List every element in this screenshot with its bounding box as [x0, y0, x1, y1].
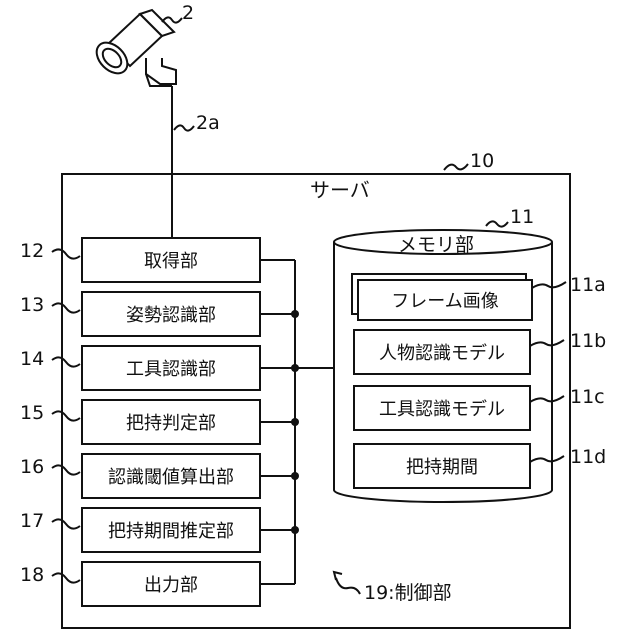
server-ref: 10 [470, 150, 494, 172]
cable-ref-leader [174, 125, 194, 130]
memory-item-ref: 11b [570, 330, 606, 352]
unit-output-label: 出力部 [82, 562, 260, 606]
unit-ref: 16 [20, 456, 44, 478]
memory-ref: 11 [510, 206, 534, 228]
unit-grip-period-estimation-label: 把持期間推定部 [82, 508, 260, 552]
unit-threshold-calculation-label: 認識閾値算出部 [82, 454, 260, 498]
memory-item-ref: 11a [570, 274, 606, 296]
control-arrow [334, 572, 360, 594]
unit-tool-recognition-label: 工具認識部 [82, 346, 260, 390]
memory-item-grip-period: 把持期間 [354, 444, 530, 488]
unit-acquisition-label: 取得部 [82, 238, 260, 282]
camera-ref: 2 [182, 2, 194, 24]
unit-ref: 12 [20, 240, 44, 262]
memory-item-person-model: 人物認識モデル [354, 330, 530, 374]
memory-item-ref: 11d [570, 446, 606, 468]
cable-ref: 2a [196, 112, 220, 134]
unit-ref: 15 [20, 402, 44, 424]
unit-ref: 18 [20, 564, 44, 586]
unit-grip-judgment-label: 把持判定部 [82, 400, 260, 444]
unit-ref: 17 [20, 510, 44, 532]
memory-ref-leader [486, 221, 508, 226]
memory-item-ref: 11c [570, 386, 605, 408]
control-unit-ref: 19:制御部 [364, 578, 452, 605]
memory-item-frame-image: フレーム画像 [358, 280, 532, 320]
server-ref-leader [444, 164, 468, 170]
server-title: サーバ [310, 174, 370, 203]
unit-ref: 14 [20, 348, 44, 370]
memory-title: メモリ部 [398, 230, 474, 257]
unit-ref-leaders [52, 249, 80, 582]
unit-posture-recognition-label: 姿勢認識部 [82, 292, 260, 336]
unit-ref: 13 [20, 294, 44, 316]
memory-item-tool-model: 工具認識モデル [354, 386, 530, 430]
